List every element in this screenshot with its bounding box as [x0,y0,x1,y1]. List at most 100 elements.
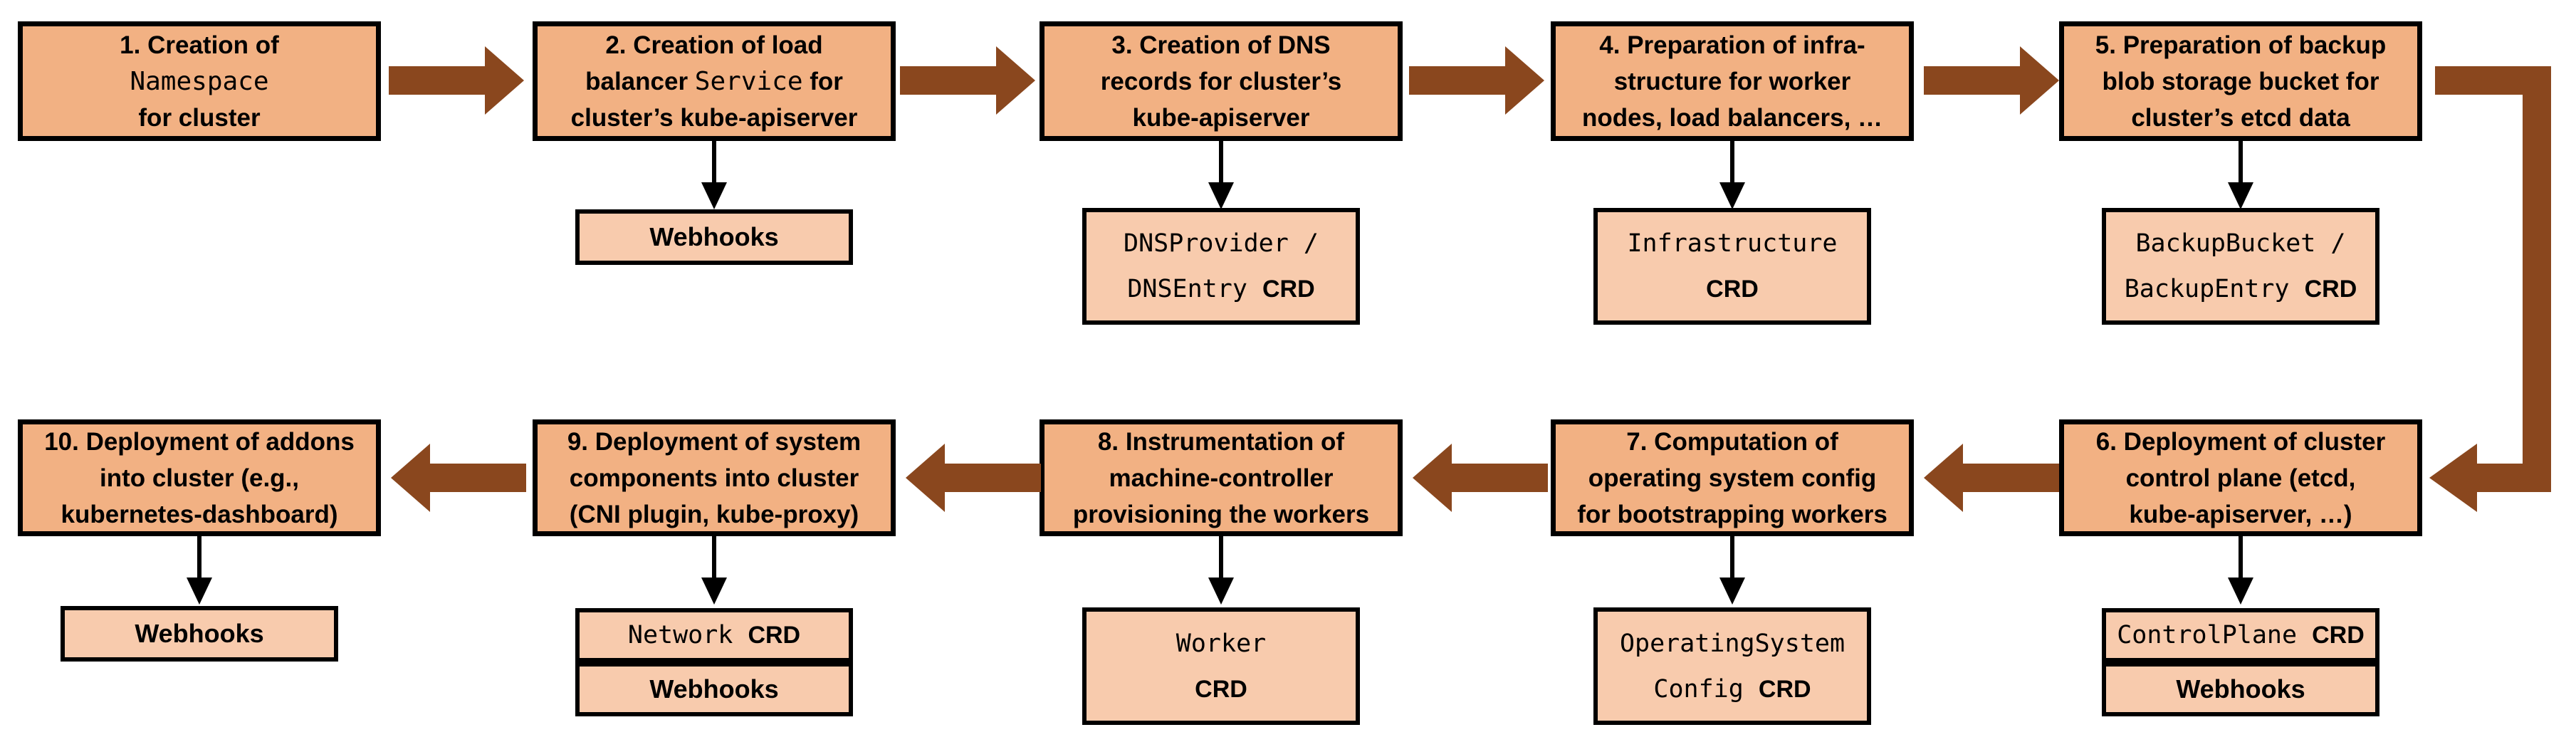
backup-crd-label: BackupBucket / BackupEntry CRD [2125,221,2357,312]
webhooks-label: Webhooks [135,619,264,648]
step-2-box: 2. Creation of load balancer Service for… [533,21,896,141]
webhooks-box-step9: Webhooks [575,662,853,716]
webhooks-box-step6: Webhooks [2102,662,2379,716]
connector-line [1730,536,1734,579]
controlplane-crd-box: ControlPlane CRD [2102,608,2379,662]
backup-crd-line1: BackupBucket / [2135,229,2346,258]
connector-line [2239,536,2243,579]
step-3-line1: 3. Creation of DNS [1111,31,1331,59]
crd-label: CRD [1195,675,1247,703]
network-crd-label: Network CRD [628,612,800,658]
arrow-shaft [900,66,996,95]
step-9-box: 9. Deployment of system components into … [533,419,896,536]
step-10-line3: kubernetes-dashboard) [61,500,338,528]
arrow-step9-to-step10 [391,444,526,512]
connector-arrowhead-down-icon [2228,182,2253,209]
step-6-label: 6. Deployment of cluster control plane (… [2096,424,2385,533]
arrow-head-left-icon [391,444,430,512]
connector-line [1219,141,1223,184]
step-8-label: 8. Instrumentation of machine-controller… [1073,424,1369,533]
arrow-head-right-icon [1505,46,1544,115]
connector-step7-to-osc-crd [1719,536,1745,606]
dns-crd-line2-mono: DNSEntry [1127,275,1262,303]
arrow-head-left-icon [1413,444,1452,512]
arrow-shaft [1924,66,2020,95]
connector-arrowhead-down-icon [1719,578,1745,605]
webhooks-label: Webhooks [2176,674,2305,704]
step-4-line3: nodes, load balancers, … [1581,103,1883,132]
backup-crd-line2-mono: BackupEntry [2124,275,2305,303]
arrow-step4-to-step5 [1924,46,2059,115]
step-2-line2-mono: Service [694,66,803,96]
connector-line [1730,141,1734,184]
step-6-line1: 6. Deployment of cluster [2095,427,2386,456]
connector-step8-to-worker-crd [1208,536,1234,606]
step-10-box: 10. Deployment of addons into cluster (e… [18,419,381,536]
step-1-box: 1. Creation of Namespace for cluster [18,21,381,141]
controlplane-crd-label: ControlPlane CRD [2117,612,2365,658]
osc-crd-label: OperatingSystem Config CRD [1620,621,1845,712]
connector-arrowhead-down-icon [1719,182,1745,209]
connector-step2-to-webhooks [701,141,727,211]
dns-crd-label: DNSProvider / DNSEntry CRD [1124,221,1319,312]
backup-crd-box: BackupBucket / BackupEntry CRD [2102,208,2379,325]
worker-crd-box: Worker CRD [1082,607,1360,725]
connector-step5-to-backup-crd [2228,141,2253,211]
step-9-line3: (CNI plugin, kube-proxy) [569,500,859,528]
arrow-shaft [389,66,485,95]
connector-line [1219,536,1223,579]
connector-arrowhead-down-icon [1208,182,1234,209]
step-10-label: 10. Deployment of addons into cluster (e… [44,424,355,533]
step-1-line2-mono: Namespace [130,66,269,96]
worker-crd-line1: Worker [1176,629,1267,658]
arrow-step3-to-step4 [1409,46,1544,115]
connector-step6-to-controlplane-crd [2228,536,2253,606]
arrow-shaft [945,464,1041,492]
arrow-head-left-icon [1924,444,1963,512]
step-5-box: 5. Preparation of backup blob storage bu… [2059,21,2422,141]
crd-label: CRD [748,622,801,649]
arrow-head-right-icon [996,46,1035,115]
step-7-line1: 7. Computation of [1626,427,1838,456]
step-5-line3: cluster’s etcd data [2131,103,2350,132]
step-2-line3: cluster’s kube-apiserver [570,103,858,132]
arrow-shaft [1963,464,2059,492]
webhooks-box-step10: Webhooks [61,606,338,662]
step-4-box: 4. Preparation of infra- structure for w… [1551,21,1914,141]
step-7-label: 7. Computation of operating system confi… [1577,424,1888,533]
worker-crd-label: Worker CRD [1176,621,1266,712]
connector-step10-to-webhooks [187,536,212,606]
step-1-line3: for cluster [138,103,261,132]
connector-arrowhead-down-icon [1208,578,1234,605]
infrastructure-crd-label: Infrastructure CRD [1627,221,1837,312]
crd-label: CRD [2304,276,2357,303]
infrastructure-crd-line1: Infrastructure [1627,229,1838,258]
step-5-line1: 5. Preparation of backup [2095,31,2387,59]
step-5-line2: blob storage bucket for [2102,67,2379,95]
step-1-label: 1. Creation of Namespace for cluster [120,27,279,136]
step-8-line2: machine-controller [1109,464,1334,492]
arrow-shaft [430,464,526,492]
crd-label: CRD [1758,675,1811,703]
step-8-box: 8. Instrumentation of machine-controller… [1040,419,1403,536]
step-3-line3: kube-apiserver [1132,103,1310,132]
step-6-line3: kube-apiserver, …) [2129,500,2352,528]
step-9-line1: 9. Deployment of system [567,427,862,456]
elbow-arrow-vertical-segment [2523,66,2551,492]
arrow-step1-to-step2 [389,46,524,115]
osc-crd-box: OperatingSystem Config CRD [1593,607,1871,725]
arrow-head-right-icon [485,46,524,115]
controlplane-crd-mono: ControlPlane [2117,621,2313,649]
crd-label: CRD [1706,276,1759,303]
connector-arrowhead-down-icon [2228,578,2253,605]
step-3-label: 3. Creation of DNS records for cluster’s… [1101,27,1341,136]
webhooks-box-step2: Webhooks [575,209,853,265]
arrow-step6-to-step7 [1924,444,2059,512]
connector-arrowhead-down-icon [187,578,212,605]
webhooks-label: Webhooks [649,222,779,251]
step-9-label: 9. Deployment of system components into … [567,424,861,533]
step-7-line2: operating system config [1588,464,1877,492]
arrow-step2-to-step3 [900,46,1035,115]
elbow-arrow-head-left-icon [2429,444,2477,512]
